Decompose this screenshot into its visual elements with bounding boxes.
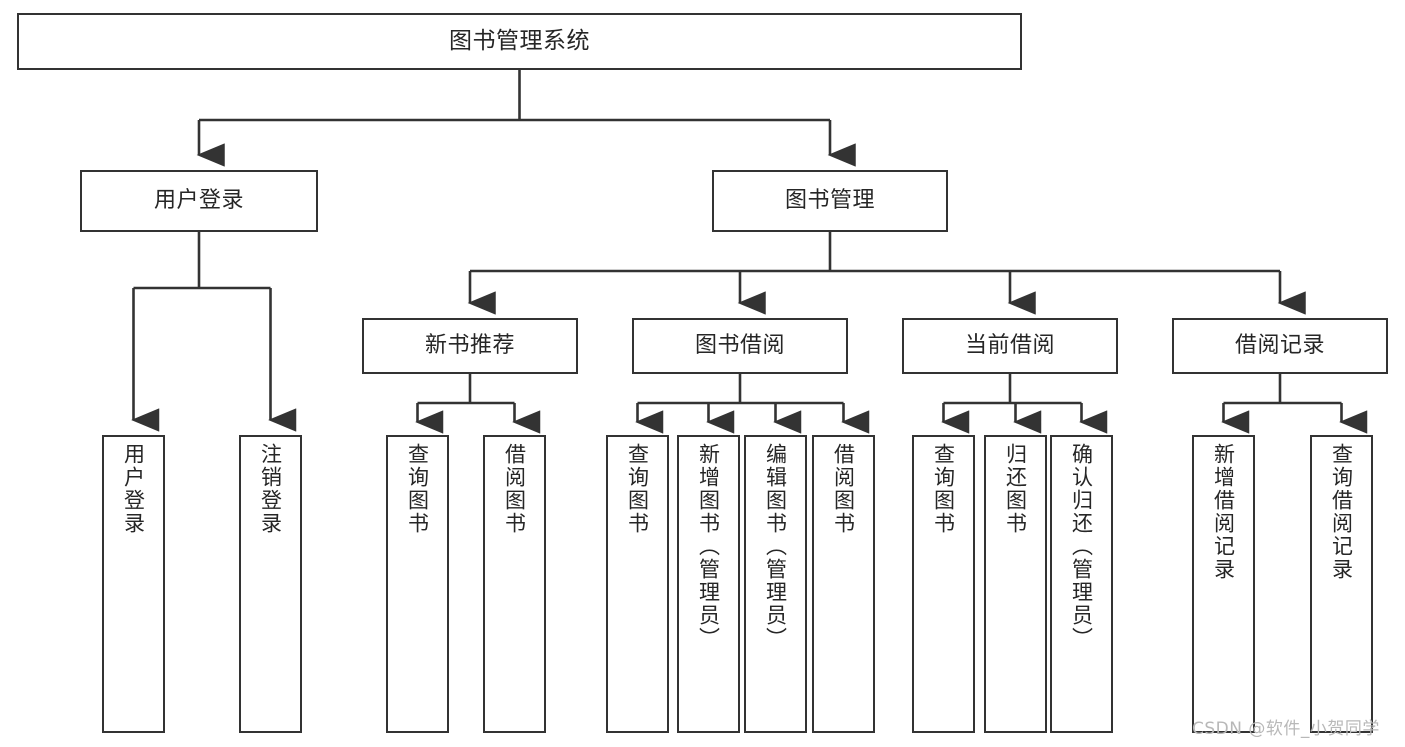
node-leaf[interactable]: 借阅图书: [812, 435, 875, 733]
node-leaf-label: 查询图书: [931, 443, 956, 535]
node-book-borrow[interactable]: 图书借阅: [632, 318, 848, 374]
node-leaf[interactable]: 用户登录: [102, 435, 165, 733]
node-leaf[interactable]: 归还图书: [984, 435, 1047, 733]
node-leaf[interactable]: 新增图书（管理员）: [677, 435, 740, 733]
node-root-system-label: 图书管理系统: [449, 27, 590, 54]
node-leaf-label: 借阅图书: [502, 443, 527, 535]
node-leaf[interactable]: 查询借阅记录: [1310, 435, 1373, 733]
node-leaf-label: 确认归还（管理员）: [1069, 443, 1094, 650]
node-leaf[interactable]: 查询图书: [912, 435, 975, 733]
node-leaf[interactable]: 借阅图书: [483, 435, 546, 733]
node-leaf-label: 借阅图书: [831, 443, 856, 535]
node-book-management-label: 图书管理: [784, 187, 875, 213]
csdn-watermark: CSDN @软件_小贺同学: [1192, 719, 1380, 739]
node-leaf-label: 编辑图书（管理员）: [763, 443, 788, 650]
node-leaf[interactable]: 新增借阅记录: [1192, 435, 1255, 733]
node-current-borrow-label: 当前借阅: [964, 332, 1055, 358]
node-leaf-label: 用户登录: [121, 443, 146, 535]
node-leaf[interactable]: 确认归还（管理员）: [1050, 435, 1113, 733]
node-leaf-label: 归还图书: [1003, 443, 1028, 535]
node-current-borrow[interactable]: 当前借阅: [902, 318, 1118, 374]
node-user-login[interactable]: 用户登录: [80, 170, 318, 232]
node-root-system[interactable]: 图书管理系统: [17, 13, 1022, 70]
node-leaf-label: 查询图书: [405, 443, 430, 535]
node-borrow-records[interactable]: 借阅记录: [1172, 318, 1388, 374]
node-leaf-label: 查询借阅记录: [1329, 443, 1354, 581]
node-new-book-recommend[interactable]: 新书推荐: [362, 318, 578, 374]
node-leaf[interactable]: 注销登录: [239, 435, 302, 733]
node-leaf[interactable]: 查询图书: [606, 435, 669, 733]
node-leaf-label: 查询图书: [625, 443, 650, 535]
node-leaf-label: 注销登录: [258, 443, 283, 535]
node-user-login-label: 用户登录: [153, 187, 244, 213]
node-book-borrow-label: 图书借阅: [694, 332, 785, 358]
node-new-book-recommend-label: 新书推荐: [424, 332, 515, 358]
node-leaf[interactable]: 查询图书: [386, 435, 449, 733]
node-leaf-label: 新增借阅记录: [1211, 443, 1236, 581]
node-borrow-records-label: 借阅记录: [1234, 332, 1325, 358]
node-book-management[interactable]: 图书管理: [712, 170, 948, 232]
node-leaf-label: 新增图书（管理员）: [696, 443, 721, 650]
node-leaf[interactable]: 编辑图书（管理员）: [744, 435, 807, 733]
